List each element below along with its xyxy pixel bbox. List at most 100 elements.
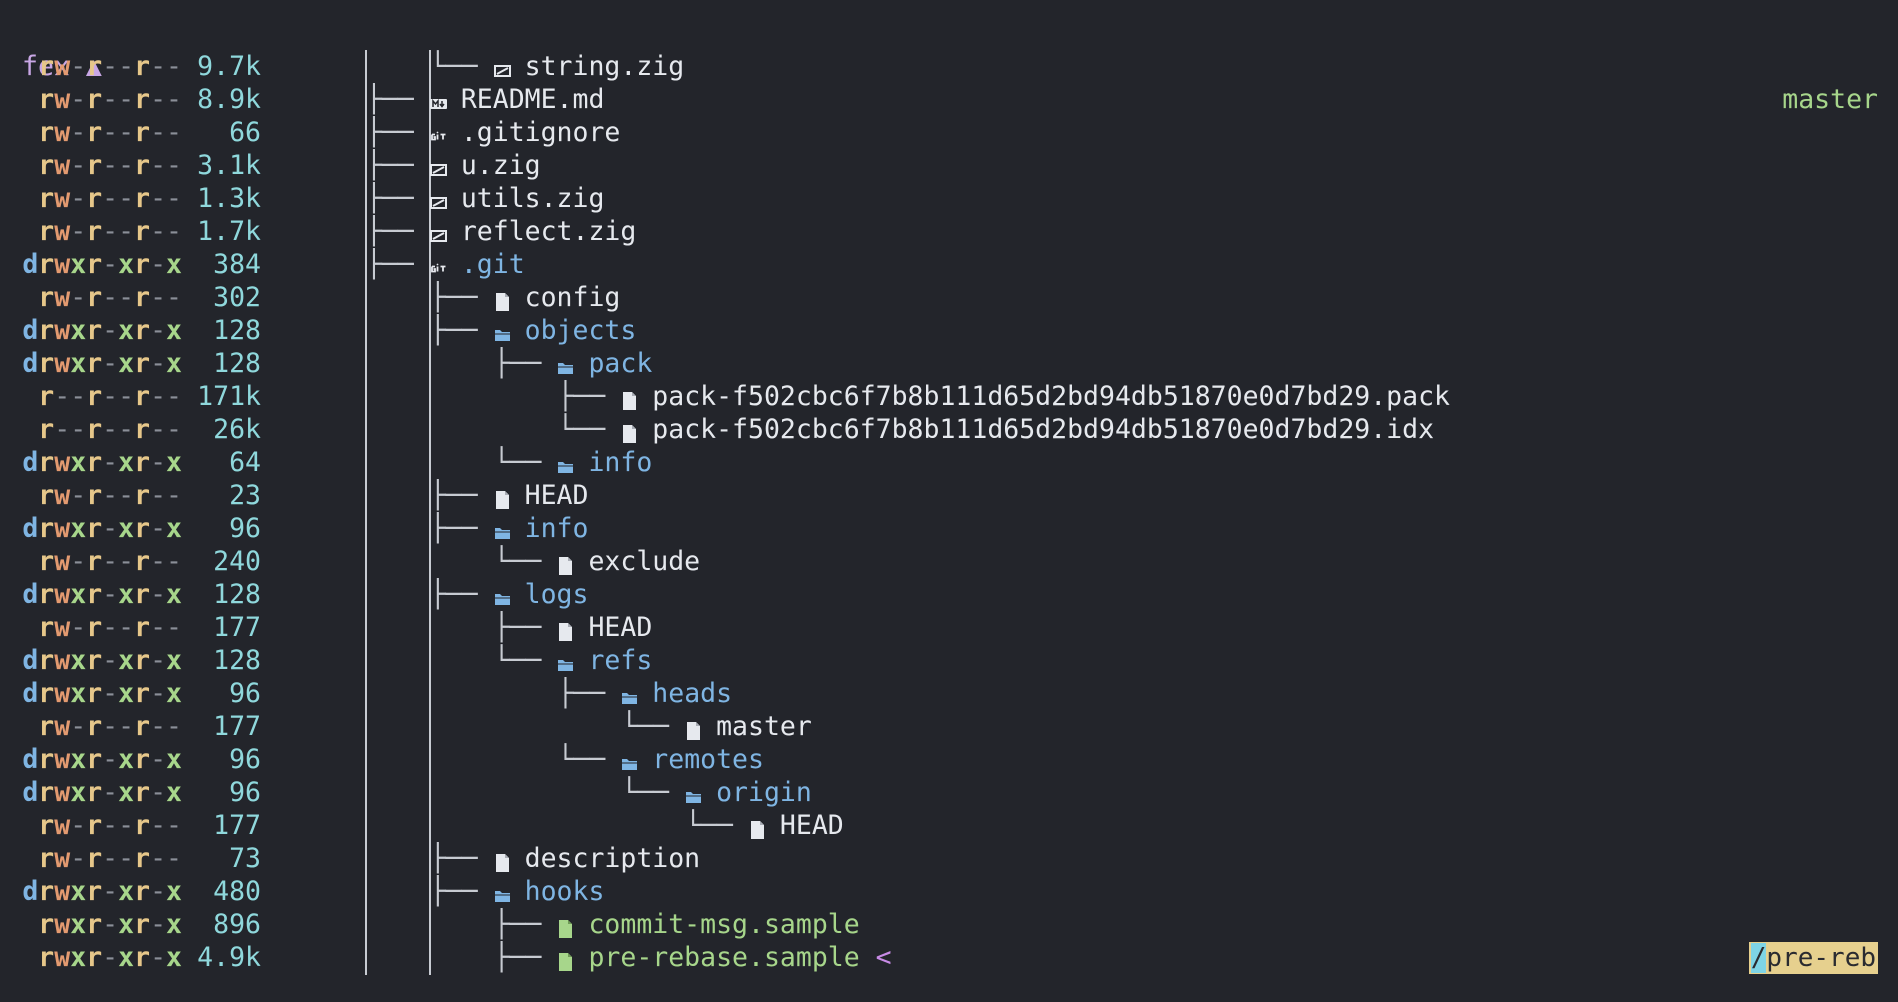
permissions: rw-r--r-- bbox=[38, 843, 182, 874]
tree-connector: └── bbox=[366, 414, 622, 445]
entry-name: objects bbox=[524, 315, 637, 346]
tree-entry: ├── config bbox=[366, 281, 621, 314]
search-slash: / bbox=[1750, 943, 1767, 973]
tree-entry: ├── objects bbox=[366, 314, 637, 347]
file-size: 177 bbox=[213, 810, 261, 841]
tree-connector: ├── bbox=[366, 282, 494, 313]
entry-name: HEAD bbox=[524, 480, 589, 511]
list-item[interactable]: rw-r--r--3.1k├── u.zig bbox=[0, 149, 1898, 182]
list-item[interactable]: r--r--r--171k ├── pack-f502cbc6f7b8b111d… bbox=[0, 380, 1898, 413]
list-item[interactable]: drwxr-xr-x 128 ├── pack bbox=[0, 347, 1898, 380]
file-size: 171k bbox=[197, 381, 261, 412]
tree-entry: ├── hooks bbox=[366, 875, 605, 908]
list-item[interactable]: rw-r--r-- 1.3k ├── utils.zig bbox=[0, 182, 1898, 215]
tree-entry: ├── logs bbox=[366, 578, 589, 611]
entry-name: pre-rebase.sample bbox=[588, 942, 860, 973]
entry-name: hooks bbox=[524, 876, 605, 907]
file-size: 26k bbox=[213, 414, 261, 445]
tree-connector: ├── bbox=[366, 480, 494, 511]
tree-connector: ├── bbox=[366, 84, 430, 115]
file-size: 66 bbox=[229, 117, 261, 148]
file-size: 8.9k bbox=[197, 84, 261, 115]
tree-entry: └── HEAD bbox=[366, 809, 844, 842]
tree-entry: ├── pack bbox=[366, 347, 653, 380]
executable-file-icon bbox=[557, 947, 574, 971]
list-item[interactable]: r--r--r--26k └── pack-f502cbc6f7b8b111d6… bbox=[0, 413, 1898, 446]
entry-name: utils.zig bbox=[460, 183, 605, 214]
folder-icon bbox=[494, 320, 511, 341]
list-item[interactable]: rw-r--r--177 └── HEAD bbox=[0, 809, 1898, 842]
list-item[interactable]: rw-r--r--23 ├── HEAD bbox=[0, 479, 1898, 512]
list-item[interactable]: rw-r--r--1.7k├── reflect.zig bbox=[0, 215, 1898, 248]
permissions: rw-r--r-- bbox=[38, 117, 182, 148]
tree-connector: └── bbox=[366, 645, 558, 676]
tree-connector: ├── bbox=[366, 183, 430, 214]
folder-icon bbox=[557, 650, 574, 671]
permissions: rw-r--r-- bbox=[38, 711, 182, 742]
tree-connector: └── bbox=[366, 810, 749, 841]
list-item[interactable]: rw-r--r--9.7k └── string.zig bbox=[0, 50, 1898, 83]
file-icon bbox=[749, 815, 766, 839]
file-size: 1.3k bbox=[197, 183, 261, 214]
entry-name: origin bbox=[716, 777, 812, 808]
tree-entry: ├── commit-msg.sample bbox=[366, 908, 860, 941]
list-item[interactable]: rw-r--r--8.9k├── README.md bbox=[0, 83, 1898, 116]
file-size: 9.7k bbox=[197, 51, 261, 82]
tree-entry: └── string.zig bbox=[366, 50, 684, 83]
file-icon bbox=[557, 617, 574, 641]
tree-entry: └── master bbox=[366, 710, 812, 743]
tree-entry: ├── info bbox=[366, 512, 589, 545]
tree-connector: ├── bbox=[366, 942, 558, 973]
list-item[interactable]: rw-r--r-- 177 └── master bbox=[0, 710, 1898, 743]
list-item[interactable]: rw-r--r--66├── .gitignore bbox=[0, 116, 1898, 149]
permissions: drwxr-xr-x bbox=[22, 513, 182, 544]
file-size: 1.7k bbox=[197, 216, 261, 247]
list-item[interactable]: rw-r--r--73 ├── description bbox=[0, 842, 1898, 875]
entry-name: info bbox=[524, 513, 589, 544]
permissions: drwxr-xr-x bbox=[22, 348, 182, 379]
file-icon bbox=[621, 419, 638, 443]
permissions: rwxr-xr-x bbox=[38, 942, 182, 973]
search-query: pre-reb bbox=[1766, 943, 1876, 973]
entry-name: info bbox=[588, 447, 653, 478]
permissions: rw-r--r-- bbox=[38, 480, 182, 511]
tree-entry: ├── pack-f502cbc6f7b8b111d65d2bd94db5187… bbox=[366, 380, 1450, 413]
file-size: 128 bbox=[213, 315, 261, 346]
tree-connector: └── bbox=[366, 51, 494, 82]
file-icon bbox=[685, 716, 702, 740]
file-size: 177 bbox=[213, 711, 261, 742]
folder-icon bbox=[621, 683, 638, 704]
list-item[interactable]: rw-r--r--302 ├── config bbox=[0, 281, 1898, 314]
search-input[interactable]: /pre-reb bbox=[1748, 942, 1878, 974]
permissions: rw-r--r-- bbox=[38, 183, 182, 214]
tree-entry: ├── .git bbox=[366, 248, 525, 281]
selection-cursor: < bbox=[859, 942, 892, 973]
entry-name: reflect.zig bbox=[460, 216, 637, 247]
git-icon bbox=[430, 122, 447, 142]
list-item[interactable]: rw-r--r--240 └── exclude bbox=[0, 545, 1898, 578]
entry-name: u.zig bbox=[460, 150, 541, 181]
markdown-icon bbox=[429, 89, 447, 109]
file-size: 128 bbox=[213, 579, 261, 610]
list-item[interactable]: rw-r--r--177 ├── HEAD bbox=[0, 611, 1898, 644]
folder-icon bbox=[494, 518, 511, 539]
tree-connector: ├── bbox=[366, 579, 494, 610]
entry-name: pack-f502cbc6f7b8b111d65d2bd94db51870e0d… bbox=[652, 381, 1450, 412]
file-size: 302 bbox=[213, 282, 261, 313]
permissions: rw-r--r-- bbox=[38, 216, 182, 247]
tree-connector: ├── bbox=[366, 381, 622, 412]
file-size: 128 bbox=[213, 348, 261, 379]
tree-guide-git bbox=[429, 50, 431, 975]
